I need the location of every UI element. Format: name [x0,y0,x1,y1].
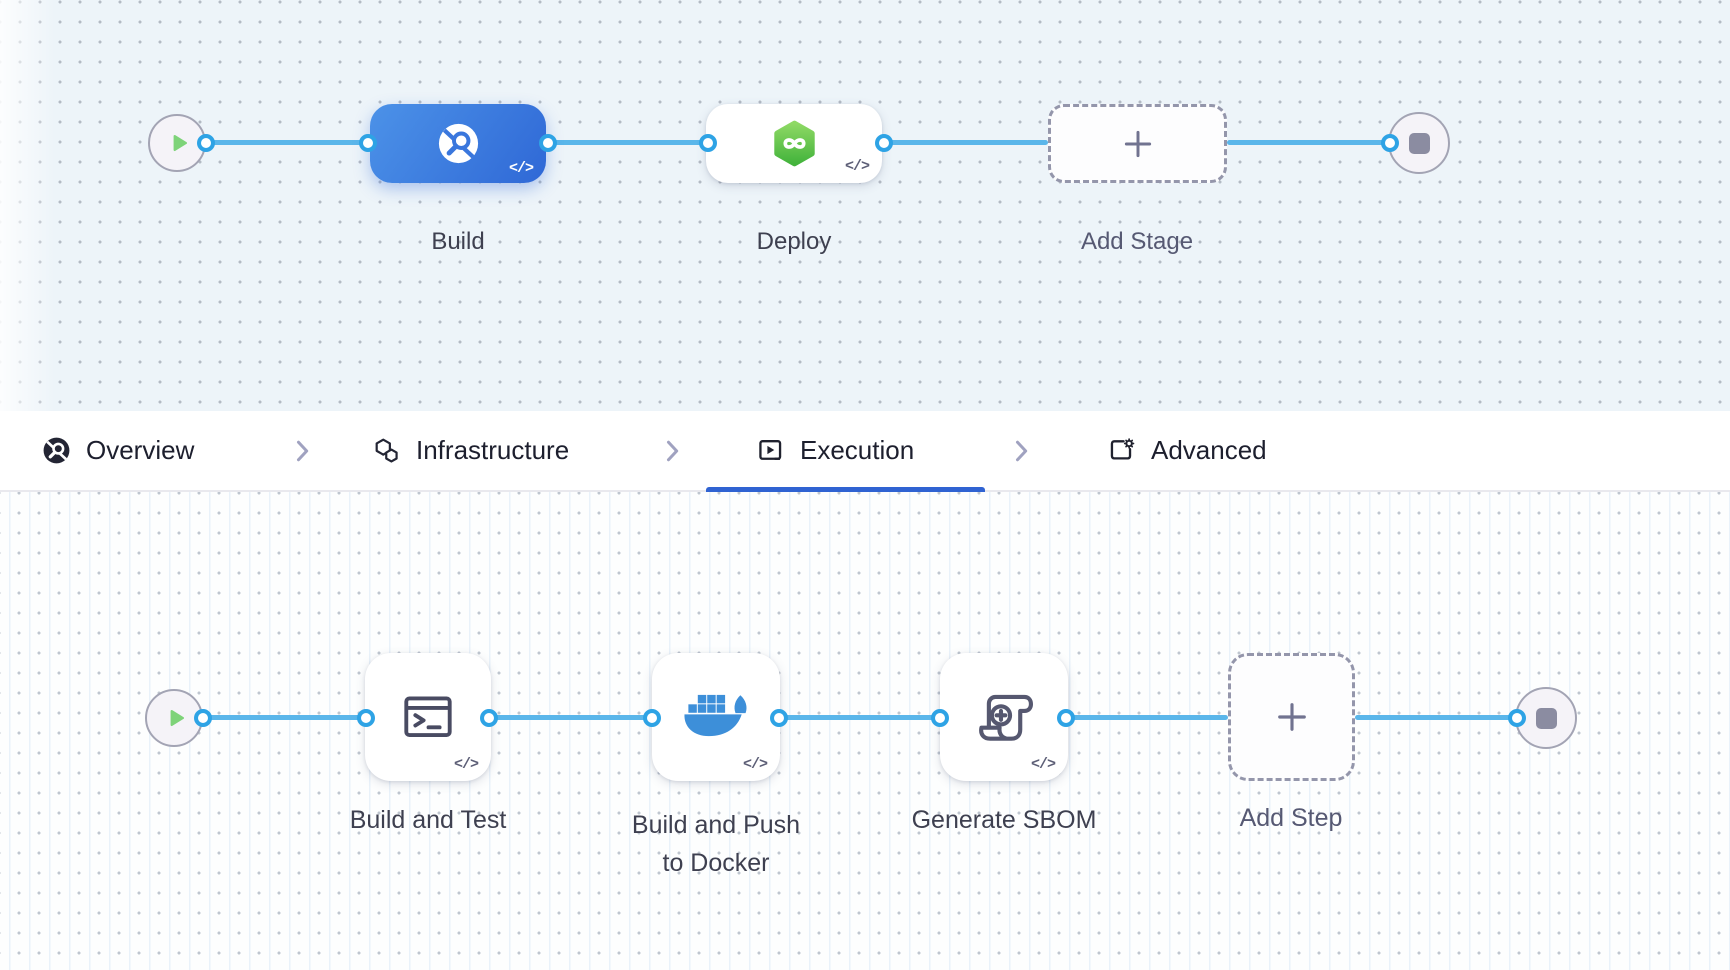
active-tab-underline [706,487,985,492]
play-icon [170,709,185,727]
connector-port[interactable] [1508,709,1526,727]
connector-line [779,715,940,720]
connector-line [206,140,368,145]
tab-label: Infrastructure [416,435,570,465]
connector-port[interactable] [1057,709,1075,727]
tab-label: Execution [800,435,915,465]
docker-whale-icon [684,694,747,737]
connector-port[interactable] [359,134,377,152]
ci-search-icon [438,123,478,164]
step-node-build-and-push-to-docker[interactable]: </> [652,653,780,781]
connector-port[interactable] [699,134,717,152]
connector-line [1227,140,1390,145]
connector-port[interactable] [643,709,661,727]
plus-icon [1124,130,1151,157]
execution-graph-canvas[interactable] [0,492,1730,970]
connector-line [1066,715,1228,720]
template-gear-icon [1110,438,1135,460]
scroll-plus-icon [979,694,1034,741]
add-stage-button[interactable] [1048,104,1227,183]
play-icon [173,134,188,152]
connector-line [203,715,366,720]
tab-advanced[interactable]: Advanced [1106,411,1267,490]
connector-port[interactable] [1381,134,1399,152]
chevron-right-icon [1015,440,1028,462]
step-node-build-and-test[interactable]: </> [365,653,491,781]
connector-line [548,140,708,145]
stage-label: Build [431,228,485,255]
step-label: Add Step [1239,804,1343,832]
yaml-code-badge: </> [508,160,534,177]
connector-port[interactable] [539,134,557,152]
yaml-code-badge: </> [742,756,768,773]
step-label: Generate SBOM [911,806,1097,834]
plus-icon [1277,703,1306,731]
hexagons-icon [375,438,398,463]
connector-port[interactable] [197,134,215,152]
tab-infrastructure[interactable]: Infrastructure [371,411,569,490]
yaml-code-badge: </> [1030,756,1056,773]
play-square-icon [759,440,782,460]
connector-line [489,715,652,720]
stage-label: Deploy [756,228,832,255]
connector-port[interactable] [480,709,498,727]
stage-config-tabbar: Overview Infrastructure Execution [0,411,1730,492]
stop-icon [1535,707,1557,729]
stage-label: Add Stage [1080,228,1194,255]
tab-execution[interactable]: Execution [755,411,914,490]
step-label: Build and Push to Docker [631,811,801,877]
connector-line [1355,715,1517,720]
chevron-right-icon [296,440,309,462]
terminal-icon [404,696,452,738]
stage-graph-canvas[interactable] [0,0,1730,411]
connector-port[interactable] [194,709,212,727]
pipeline-start-node[interactable] [148,114,206,172]
tab-label: Advanced [1151,435,1267,465]
stop-icon [1408,132,1430,154]
yaml-code-badge: </> [844,158,870,175]
chevron-right-icon [666,440,679,462]
connector-port[interactable] [875,134,893,152]
connector-line [884,140,1048,145]
tab-overview[interactable]: Overview [41,411,194,490]
cd-hexagon-infinity-icon [773,120,815,167]
connector-port[interactable] [770,709,788,727]
step-node-generate-sbom[interactable]: </> [940,653,1068,781]
step-label: Build and Test [349,806,507,834]
connector-port[interactable] [357,709,375,727]
tab-label: Overview [86,435,195,465]
connector-port[interactable] [931,709,949,727]
yaml-code-badge: </> [453,756,479,773]
add-step-button[interactable] [1228,653,1355,781]
stage-node-build[interactable]: </> [370,104,546,183]
stage-node-deploy[interactable]: </> [706,104,882,183]
ci-circle-icon [43,437,70,464]
